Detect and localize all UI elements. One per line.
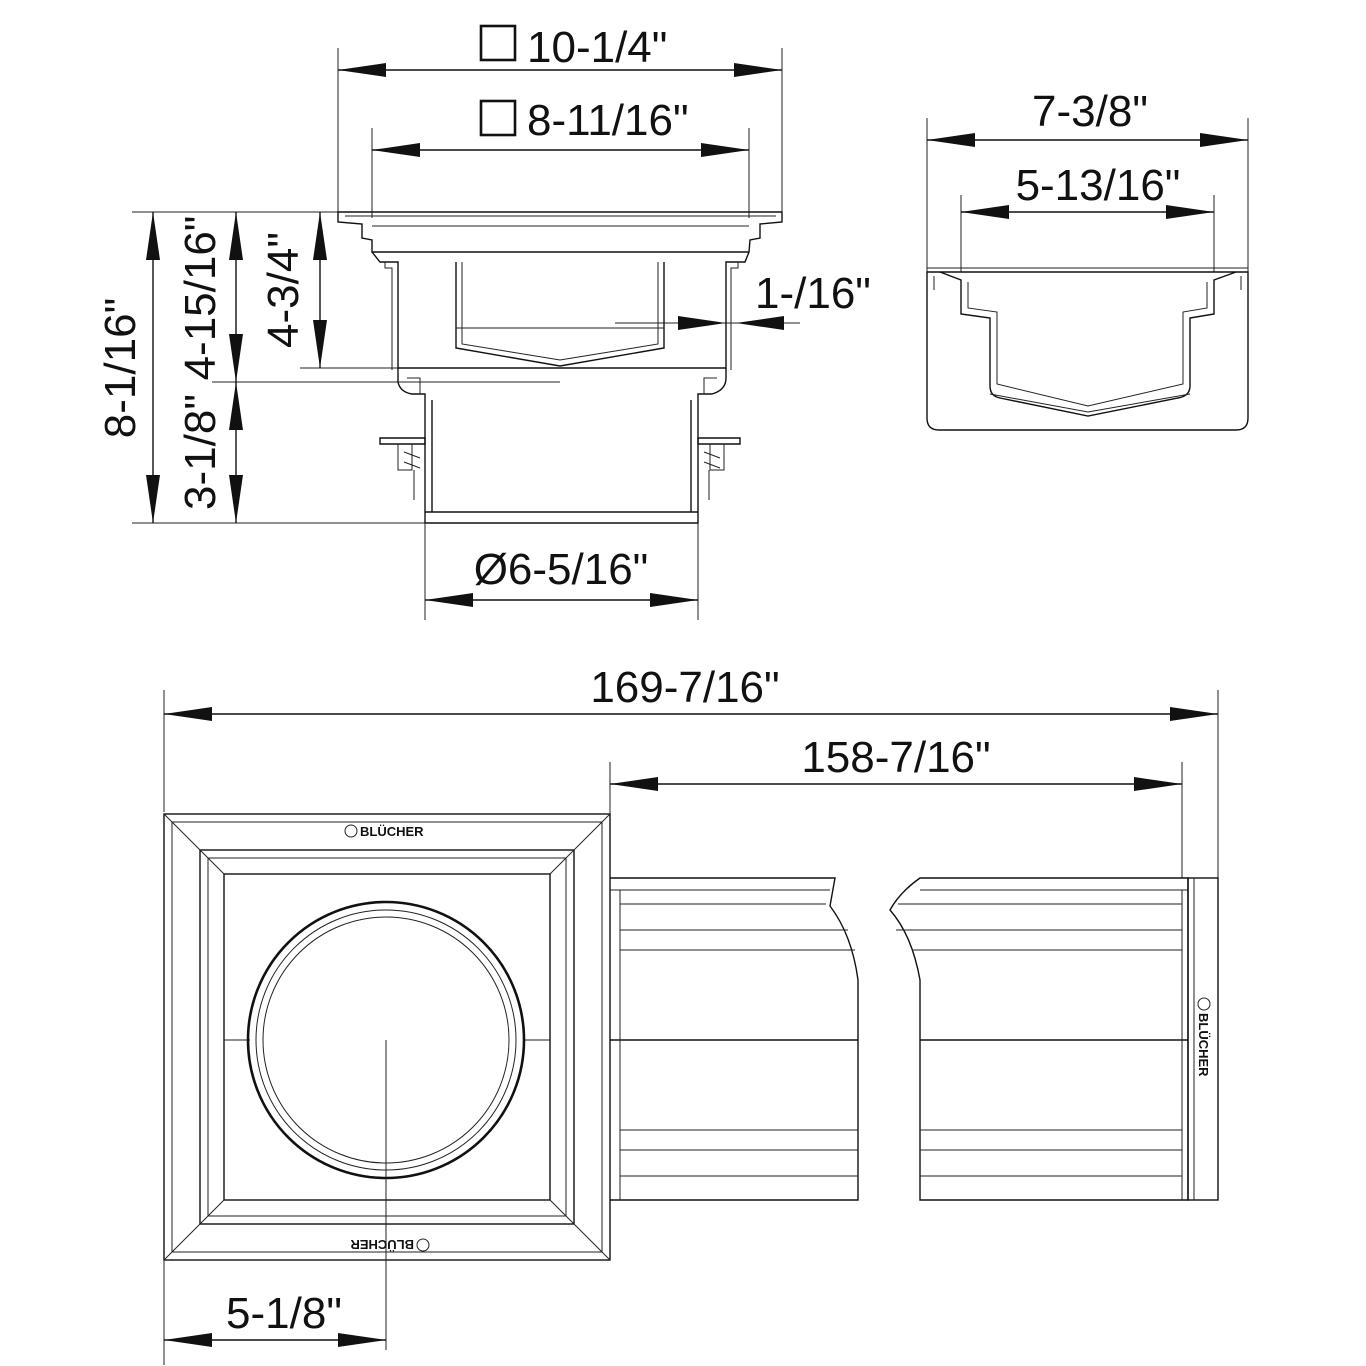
dim-top-inner: 8-11/16": [527, 96, 689, 145]
dim-body-height: 4-15/16": [176, 216, 225, 381]
dim-top-outer: 10-1/4": [527, 23, 667, 72]
dim-channel-length: 158-7/16": [801, 733, 990, 782]
dim-line-channel-outer: [927, 133, 1248, 147]
blucher-logo-end: BLÜCHER: [1196, 997, 1211, 1077]
dim-line-offset: [615, 316, 800, 330]
dim-line-body-height: [229, 212, 243, 382]
square-symbol: [479, 24, 517, 62]
dim-line-outlet-diameter: [425, 593, 698, 607]
dim-line-outlet-center: [164, 1333, 386, 1347]
channel-plan: BLÜCHER: [610, 877, 1219, 1201]
dim-line-top-inner: [372, 143, 749, 157]
dim-total-height: 8-1/16": [96, 298, 145, 438]
channel-cross-section: 7-3/8" 5-13/16": [926, 87, 1249, 431]
dim-overall-length: 169-7/16": [590, 663, 779, 712]
dim-outlet-height: 3-1/8": [176, 394, 225, 510]
dim-line-total-height: [146, 212, 160, 523]
side-view: 10-1/4" 8-11/16" 8-1/16" 4-15/16" 3-1/8"…: [96, 23, 871, 620]
drain-top-plan: BLÜCHER BLÜCHER: [163, 813, 611, 1350]
dim-line-overall-length: [164, 707, 1218, 721]
dim-offset: 1-/16": [755, 269, 871, 318]
square-symbol: [479, 99, 517, 137]
svg-text:BLÜCHER: BLÜCHER: [360, 824, 424, 839]
dim-channel-outer: 7-3/8": [1032, 87, 1148, 136]
dim-outlet-diameter: Ø6-5/16": [474, 545, 649, 594]
dim-line-upper-height: [313, 212, 327, 368]
dim-channel-inner: 5-13/16": [1016, 161, 1181, 210]
blucher-logo-top: BLÜCHER: [344, 824, 424, 839]
dim-outlet-center: 5-1/8": [226, 1289, 342, 1338]
dim-line-outlet-height: [229, 382, 243, 523]
blucher-logo-bottom: BLÜCHER: [350, 1237, 430, 1252]
svg-text:BLÜCHER: BLÜCHER: [1196, 1013, 1211, 1077]
dim-upper-height: 4-3/4": [259, 232, 308, 348]
plan-view: 169-7/16" 158-7/16" BLÜCHER BLÜCHE: [163, 663, 1219, 1365]
dim-line-channel-inner: [961, 205, 1214, 219]
drain-body-side: [337, 211, 783, 524]
dim-line-top-outer: [338, 63, 782, 77]
dim-line-channel-length: [610, 777, 1182, 791]
svg-text:BLÜCHER: BLÜCHER: [350, 1237, 414, 1252]
